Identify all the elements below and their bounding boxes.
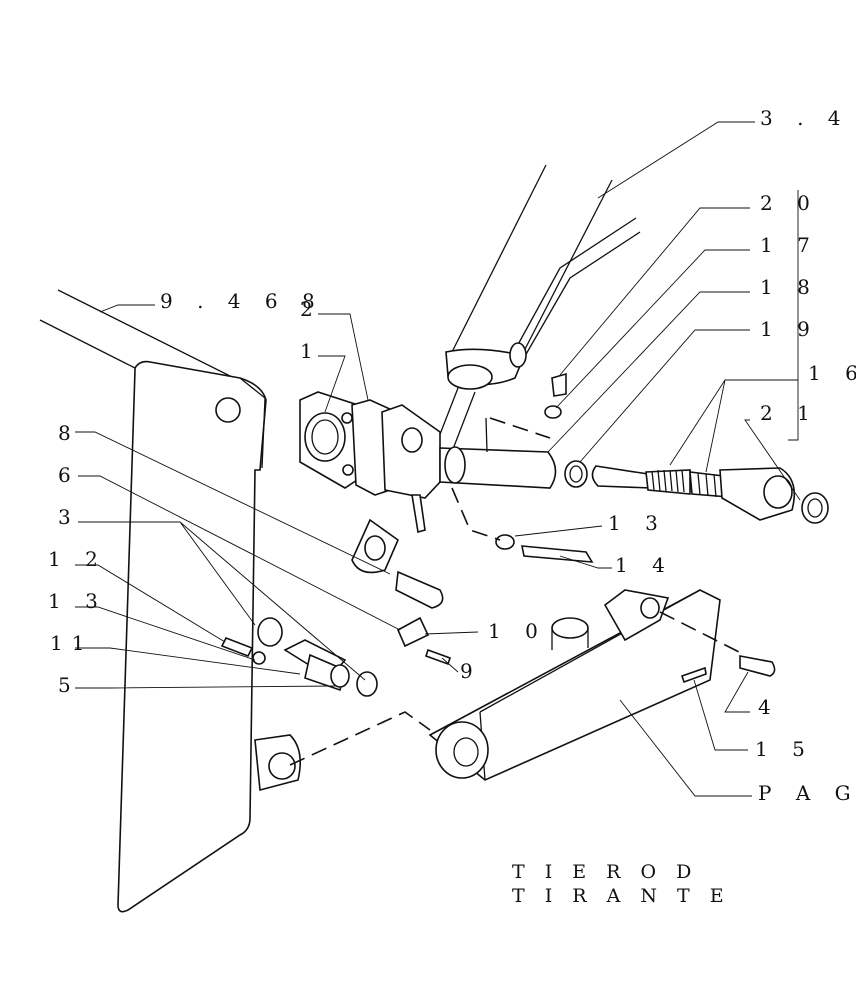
callout-20: 2 0 bbox=[760, 191, 819, 215]
callout-16: 1 6 bbox=[808, 361, 856, 385]
adjusting-rod bbox=[544, 372, 829, 524]
callout-9-468: 9 . 4 6 8 bbox=[160, 289, 324, 313]
callout-17: 1 7 bbox=[760, 233, 819, 257]
callout-3: 3 bbox=[58, 505, 80, 529]
diagram-title: T I E R O D T I R A N T E bbox=[512, 861, 731, 907]
callout-2: 2 bbox=[300, 297, 322, 321]
callout-15: 1 5 bbox=[755, 737, 814, 761]
flange-assembly bbox=[299, 391, 441, 499]
callout-13-right: 1 3 bbox=[608, 511, 667, 535]
callout-10: 1 0 bbox=[488, 619, 547, 643]
lower-link-arm bbox=[428, 589, 776, 781]
callout-labels: 3 . 4 4 . 2 0 1 7 1 8 1 9 1 6 2 1 9 . 4 … bbox=[48, 106, 856, 805]
title-english: T I E R O D bbox=[512, 861, 698, 883]
small-parts bbox=[220, 534, 594, 697]
callout-1: 1 bbox=[300, 339, 322, 363]
callout-5: 5 bbox=[58, 673, 80, 697]
callout-pag: P A G . bbox=[758, 781, 856, 805]
callout-11: 11 bbox=[50, 631, 93, 655]
callout-9: 9 bbox=[460, 659, 482, 683]
callout-14: 1 4 bbox=[615, 553, 674, 577]
callout-19: 1 9 bbox=[760, 317, 819, 341]
hydraulic-cylinder bbox=[429, 164, 641, 463]
callout-12: 1 2 bbox=[48, 547, 107, 571]
callout-13-left: 1 3 bbox=[48, 589, 107, 613]
callout-3-44: 3 . 4 4 . bbox=[760, 106, 856, 130]
cylinder-rod-end bbox=[351, 417, 557, 574]
callout-18: 1 8 bbox=[760, 275, 819, 299]
assembly-lines bbox=[289, 417, 746, 766]
frame-plate bbox=[39, 289, 301, 913]
callout-21: 2 1 bbox=[760, 401, 819, 425]
leader-lines bbox=[75, 121, 801, 797]
title-italian: T I R A N T E bbox=[512, 885, 731, 907]
callout-4: 4 bbox=[758, 695, 780, 719]
callout-6: 6 bbox=[58, 463, 80, 487]
callout-8: 8 bbox=[58, 421, 80, 445]
